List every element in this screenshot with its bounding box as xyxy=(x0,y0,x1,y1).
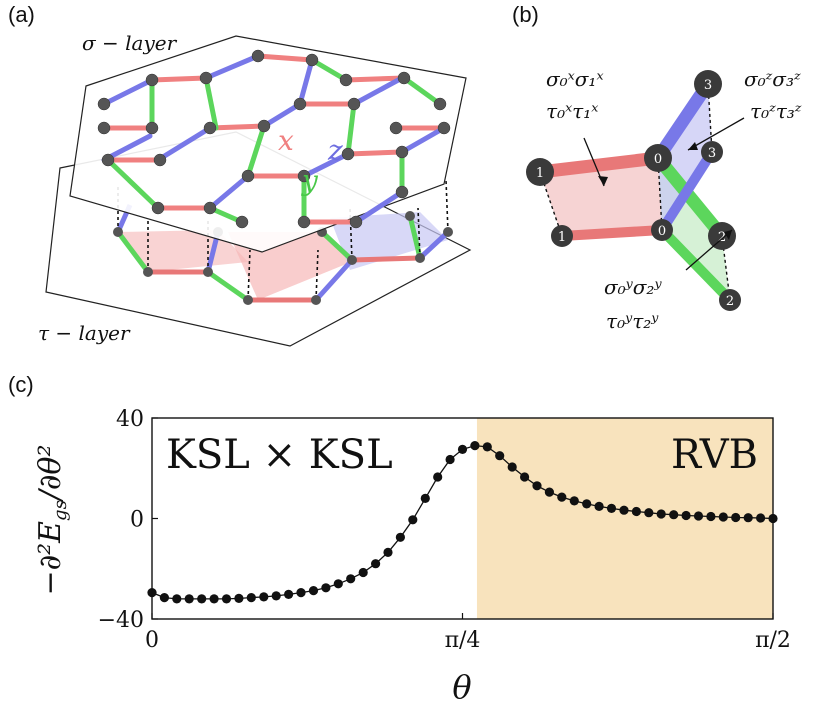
site-label: 1 xyxy=(558,230,566,245)
data-point xyxy=(619,505,629,515)
site-label: 1 xyxy=(536,166,544,181)
y-term-sigma: σ₀ʸσ₂ʸ xyxy=(604,275,662,299)
data-point xyxy=(532,481,542,491)
data-point xyxy=(631,506,642,517)
site-label: 3 xyxy=(708,146,716,161)
data-point xyxy=(656,509,666,519)
data-point xyxy=(718,512,728,522)
data-point xyxy=(271,591,281,601)
data-point xyxy=(246,593,256,603)
bond-label-y: y xyxy=(300,164,319,197)
bond-label-x: x xyxy=(278,124,294,157)
y-tick-label: −40 xyxy=(98,608,144,633)
data-point xyxy=(544,487,555,497)
data-point xyxy=(172,594,182,604)
data-point xyxy=(681,510,691,521)
data-point xyxy=(731,512,741,523)
x-tick-label: π/2 xyxy=(755,628,791,653)
data-point xyxy=(284,589,294,599)
sigma-layer-label: σ − layer xyxy=(82,31,178,55)
panel-label-b: (b) xyxy=(512,2,539,27)
x-term-tau: τ₀ˣτ₁ˣ xyxy=(546,99,598,123)
y-tick-label: 0 xyxy=(130,508,144,533)
data-point xyxy=(420,493,430,503)
data-point xyxy=(383,547,393,557)
y-tick-label: 40 xyxy=(116,407,144,432)
x-axis-label: θ xyxy=(452,668,471,706)
y-term-tau: τ₀ʸτ₂ʸ xyxy=(606,309,659,333)
data-point xyxy=(445,454,455,465)
site-label: 2 xyxy=(726,294,734,309)
bond-label-z: z xyxy=(327,134,343,167)
site-label: 3 xyxy=(704,78,712,93)
data-point xyxy=(221,594,232,604)
x-tick-label: π/4 xyxy=(445,628,481,653)
x-tick-label: 0 xyxy=(145,628,159,653)
data-point xyxy=(669,510,679,520)
data-point xyxy=(308,586,319,596)
data-point xyxy=(594,501,604,511)
data-point xyxy=(470,441,480,451)
data-point xyxy=(606,503,617,513)
data-point xyxy=(408,515,418,525)
panel-a-figure: σ − layer τ − layer x z y xyxy=(38,31,472,347)
data-point xyxy=(346,574,356,584)
data-point xyxy=(756,513,766,523)
region-label-rvb: RVB xyxy=(671,432,758,478)
sigma-honeycomb xyxy=(97,49,451,229)
data-point xyxy=(457,444,468,454)
data-point xyxy=(495,451,505,461)
x-term-sigma: σ₀ˣσ₁ˣ xyxy=(546,67,604,91)
data-point xyxy=(371,559,381,569)
data-point xyxy=(743,513,753,523)
data-point xyxy=(159,593,169,603)
data-point xyxy=(184,594,194,604)
panel-label-c: (c) xyxy=(8,372,34,397)
data-point xyxy=(395,532,405,542)
data-point xyxy=(259,592,269,602)
data-point xyxy=(482,442,492,452)
data-point xyxy=(706,511,716,522)
data-point xyxy=(507,462,517,472)
data-point xyxy=(520,472,530,482)
panel-label-a: (a) xyxy=(8,2,35,27)
data-point xyxy=(433,472,443,482)
data-point xyxy=(644,508,654,518)
data-point xyxy=(333,579,343,589)
site-label: 0 xyxy=(658,224,666,239)
z-term-tau: τ₀ᶻτ₃ᶻ xyxy=(750,99,802,123)
data-point xyxy=(557,492,567,502)
y-axis-label: −∂²Egs/∂θ² xyxy=(33,444,71,595)
sigma-layer-plane xyxy=(69,35,467,253)
data-point xyxy=(197,594,207,604)
region-label-ksl: KSL × KSL xyxy=(166,432,393,478)
data-point xyxy=(569,496,579,506)
tau-layer-label: τ − layer xyxy=(38,321,131,345)
data-point xyxy=(234,593,244,603)
data-point xyxy=(582,499,592,509)
data-point xyxy=(693,511,704,521)
site-spheres xyxy=(526,70,741,311)
site-label: 0 xyxy=(654,152,662,167)
data-point xyxy=(209,594,219,604)
site-label: 2 xyxy=(718,230,726,245)
panel-b-figure: 0 1 2 3 0 1 2 3 σ₀ˣσ₁ˣ τ₀ˣτ₁ˣ σ₀ᶻσ₃ᶻ τ₀ᶻ… xyxy=(526,67,802,333)
z-term-sigma: σ₀ᶻσ₃ᶻ xyxy=(744,67,801,91)
data-point xyxy=(358,567,368,578)
data-point xyxy=(296,588,306,598)
data-point xyxy=(321,583,331,593)
